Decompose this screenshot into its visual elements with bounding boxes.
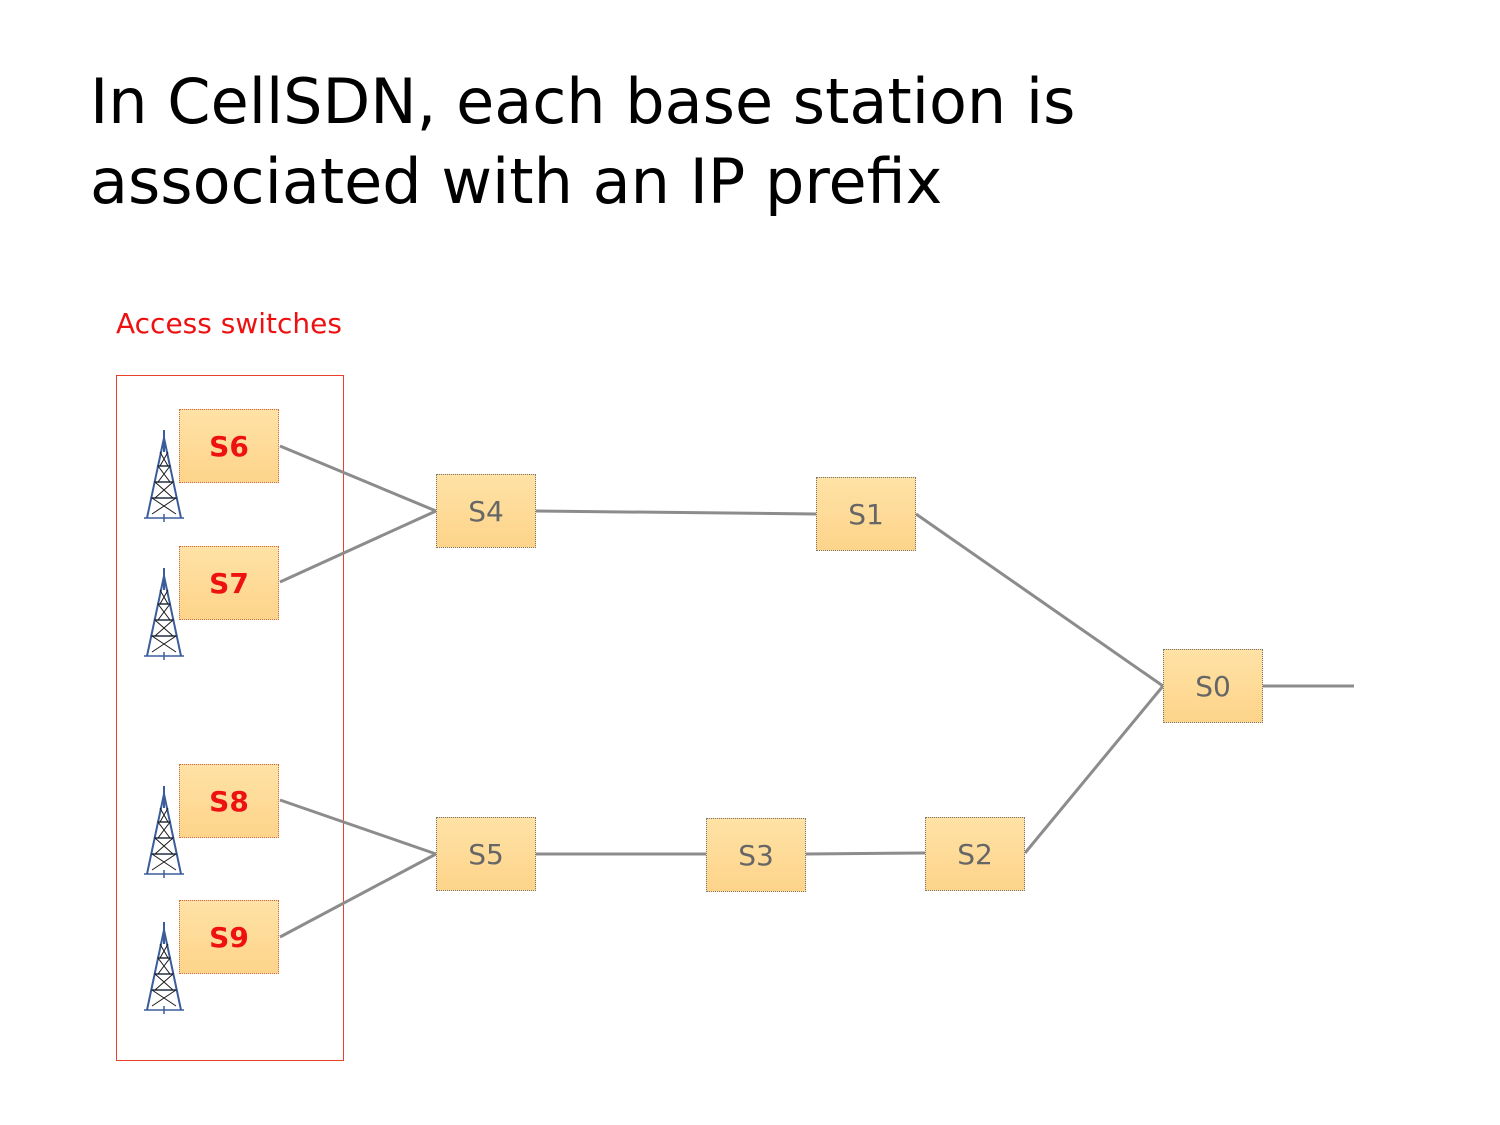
switch-s5[interactable]: S5 bbox=[436, 817, 536, 891]
link-s7-s4 bbox=[279, 509, 437, 584]
access-switches-label: Access switches bbox=[116, 307, 342, 340]
link-s9-s5 bbox=[279, 852, 437, 939]
switch-s3[interactable]: S3 bbox=[706, 818, 806, 892]
cell-tower-icon bbox=[144, 568, 184, 660]
switch-s1[interactable]: S1 bbox=[816, 477, 916, 551]
cell-tower-icon bbox=[144, 786, 184, 878]
link-s8-s5 bbox=[279, 798, 437, 856]
access-switches-box bbox=[116, 375, 344, 1061]
cell-tower-icon bbox=[144, 922, 184, 1014]
switch-s6[interactable]: S6 bbox=[179, 409, 279, 483]
link-s6-s4 bbox=[279, 444, 437, 513]
switch-s9[interactable]: S9 bbox=[179, 900, 279, 974]
cell-tower-icon bbox=[144, 430, 184, 522]
link-s2-s0 bbox=[1023, 685, 1165, 854]
slide-title: In CellSDN, each base station is associa… bbox=[90, 62, 1290, 222]
slide-title-line-2: associated with an IP prefix bbox=[90, 145, 943, 218]
link-s3-s2 bbox=[805, 851, 926, 856]
switch-s4[interactable]: S4 bbox=[436, 474, 536, 548]
switch-s8[interactable]: S8 bbox=[179, 764, 279, 838]
switch-s2[interactable]: S2 bbox=[925, 817, 1025, 891]
switch-s7[interactable]: S7 bbox=[179, 546, 279, 620]
slide-title-line-1: In CellSDN, each base station is bbox=[90, 65, 1076, 138]
link-s4-s1 bbox=[535, 509, 817, 516]
link-s1-s0 bbox=[915, 512, 1164, 688]
switch-s0[interactable]: S0 bbox=[1163, 649, 1263, 723]
